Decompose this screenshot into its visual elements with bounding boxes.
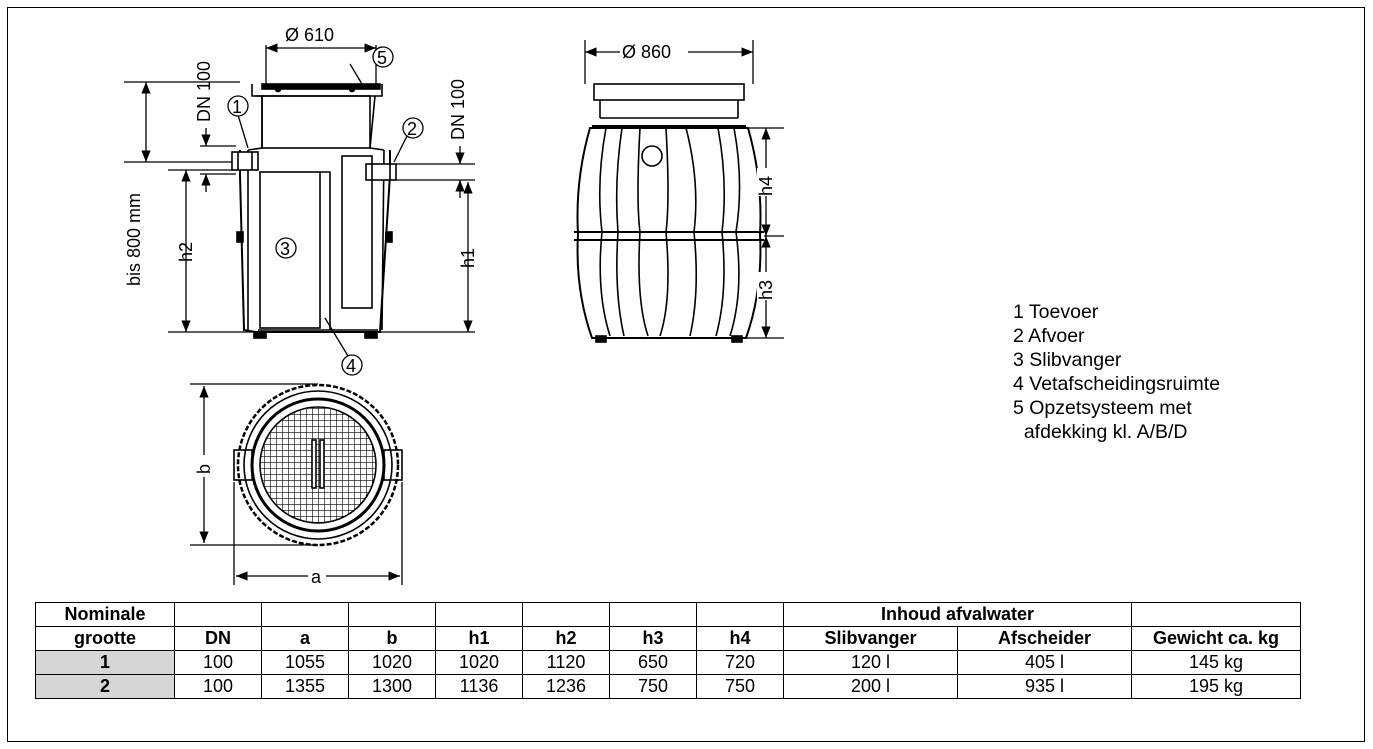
callout-3: 3 bbox=[280, 239, 290, 259]
dim-d860: Ø 860 bbox=[622, 42, 671, 62]
dim-h2: h2 bbox=[176, 242, 196, 262]
header-h2: h2 bbox=[522, 626, 610, 651]
header-gewicht: Gewicht ca. kg bbox=[1131, 626, 1301, 651]
header-h1: h1 bbox=[435, 626, 523, 651]
table-header-row-1: Nominale Inhoud afvalwater bbox=[35, 602, 1301, 627]
front-view bbox=[574, 83, 764, 343]
header-a: a bbox=[261, 626, 349, 651]
header-empty bbox=[435, 602, 523, 627]
header-dn: DN bbox=[174, 626, 262, 651]
front-labels: Ø 860 h4 h3 bbox=[620, 42, 776, 300]
header-empty bbox=[348, 602, 436, 627]
legend: 1 Toevoer 2 Afvoer 3 Slibvanger 4 Vetafs… bbox=[1013, 300, 1220, 444]
callout-1: 1 bbox=[232, 97, 242, 117]
dim-a: a bbox=[311, 567, 322, 587]
header-nominale: Nominale bbox=[35, 602, 175, 627]
dim-dn100-outlet: DN 100 bbox=[448, 79, 468, 140]
section-view bbox=[231, 83, 397, 339]
section-dimensions bbox=[124, 43, 475, 357]
legend-item-3: 3 Slibvanger bbox=[1013, 349, 1122, 371]
callout-5: 5 bbox=[377, 48, 387, 68]
callout-2: 2 bbox=[407, 119, 417, 139]
legend-item-5-cont: afdekking kl. A/B/D bbox=[1013, 421, 1188, 443]
dim-h3: h3 bbox=[756, 280, 776, 300]
legend-item-4: 4 Vetafscheidingsruimte bbox=[1013, 373, 1221, 395]
header-inhoud: Inhoud afvalwater bbox=[783, 602, 1132, 627]
legend-item-5: 5 Opzetsysteem met bbox=[1013, 397, 1192, 419]
dim-h1: h1 bbox=[458, 248, 478, 268]
technical-drawing: Ø 610 DN 100 DN 100 bis 800 mm h2 h1 1 2… bbox=[124, 25, 784, 587]
dim-d610: Ø 610 bbox=[285, 25, 334, 45]
section-labels: Ø 610 DN 100 DN 100 bis 800 mm h2 h1 1 2… bbox=[124, 25, 478, 376]
header-slibvanger: Slibvanger bbox=[783, 626, 958, 651]
header-h4: h4 bbox=[696, 626, 784, 651]
header-empty bbox=[261, 602, 349, 627]
dim-dn100-inlet: DN 100 bbox=[194, 61, 214, 122]
top-labels: b a bbox=[194, 455, 326, 587]
table-row: 2 100 1355 1300 1136 1236 750 750 200 l … bbox=[35, 674, 1301, 699]
callout-4: 4 bbox=[346, 356, 356, 376]
header-empty bbox=[174, 602, 262, 627]
dim-h4: h4 bbox=[756, 176, 776, 196]
header-h3: h3 bbox=[609, 626, 697, 651]
legend-item-2: 2 Afvoer bbox=[1013, 325, 1085, 347]
legend-item-1: 1 Toevoer bbox=[1013, 301, 1099, 323]
table-row: 1 100 1055 1020 1020 1120 650 720 120 l … bbox=[35, 650, 1301, 675]
header-afscheider: Afscheider bbox=[957, 626, 1132, 651]
header-grootte: grootte bbox=[35, 626, 175, 651]
header-empty bbox=[609, 602, 697, 627]
header-empty bbox=[1131, 602, 1301, 627]
table-header-row-2: grootte DN a b h1 h2 h3 h4 Slibvanger Af… bbox=[35, 626, 1301, 651]
dim-bis800: bis 800 mm bbox=[124, 193, 144, 286]
header-empty bbox=[522, 602, 610, 627]
dimensions-table: Nominale Inhoud afvalwater grootte DN a … bbox=[35, 602, 1301, 699]
dim-b: b bbox=[194, 464, 214, 474]
header-b: b bbox=[348, 626, 436, 651]
top-view bbox=[233, 383, 403, 547]
header-empty bbox=[696, 602, 784, 627]
